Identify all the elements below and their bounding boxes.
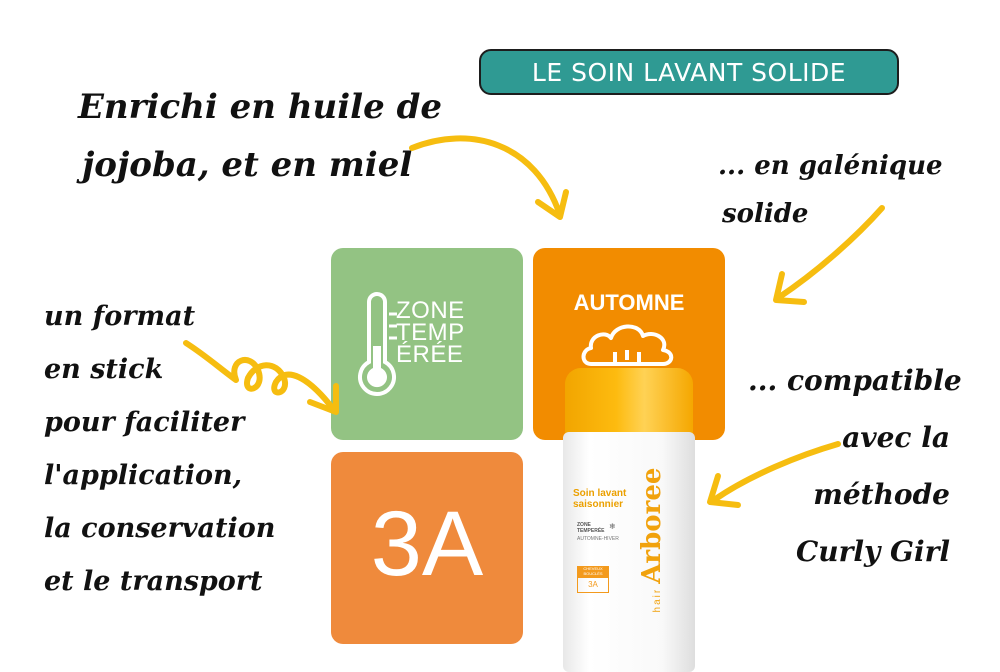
brand-small: hair <box>652 587 663 613</box>
stick-cap <box>565 368 693 440</box>
zone-label-line: ÉRÉE <box>396 341 464 368</box>
note-enrichi: Enrichi en huile de jojoba, et en miel <box>78 78 442 194</box>
note-compatible-line: méthode <box>813 478 950 511</box>
product-name: Soin lavant saisonnier <box>573 488 626 510</box>
product-name-line: saisonnier <box>573 499 624 510</box>
note-format-line: l'application, <box>44 460 242 491</box>
note-compatible-line: avec la <box>842 421 950 454</box>
note-format-line: un format <box>44 301 196 332</box>
hair-type-label: 3A <box>370 493 484 595</box>
stick-body: Soin lavant saisonnier ZONE TEMPERÉE ❄ A… <box>563 432 695 672</box>
note-galenique-line: ... en galénique <box>718 151 943 181</box>
product-name-line: Soin lavant <box>573 488 627 499</box>
note-compatible-line: ... compatible <box>748 364 962 397</box>
note-galenique: ... en galénique solide <box>718 142 943 238</box>
brand-large: Arboree <box>637 467 667 584</box>
product-hair-label-line: CHEVEUX <box>583 566 603 571</box>
zone-label-line: ZONE <box>396 297 465 324</box>
thermometer-icon <box>358 292 397 396</box>
product-hair-label-line: BOUCLÉS <box>583 571 603 576</box>
note-format: un format en stick pour faciliter l'appl… <box>44 290 275 608</box>
note-format-line: la conservation <box>44 513 276 544</box>
note-compatible-line: Curly Girl <box>796 535 950 568</box>
note-compatible: ... compatible avec la méthode Curly Gir… <box>748 352 962 580</box>
note-enrichi-line: jojoba, et en miel <box>82 145 413 185</box>
product-stick: Soin lavant saisonnier ZONE TEMPERÉE ❄ A… <box>563 368 695 672</box>
zone-label-line: TEMP <box>396 319 465 346</box>
product-zone: ZONE TEMPERÉE <box>577 522 605 534</box>
note-format-line: en stick <box>44 354 164 385</box>
product-hair-label: CHEVEUX BOUCLÉS <box>577 566 609 577</box>
title-badge: LE SOIN LAVANT SOLIDE <box>479 49 899 95</box>
product-zone-line: TEMPERÉE <box>577 528 605 534</box>
note-galenique-line: solide <box>722 199 809 229</box>
note-format-line: pour faciliter <box>44 407 245 438</box>
hair-type-tile: 3A <box>331 452 523 644</box>
product-zone-line: ZONE <box>577 522 591 528</box>
product-brand: hair Arboree <box>637 468 667 613</box>
note-enrichi-line: Enrichi en huile de <box>78 87 442 127</box>
product-hair-type: 3A <box>577 577 609 593</box>
note-format-line: et le transport <box>44 566 263 597</box>
season-label: AUTOMNE <box>573 290 685 315</box>
title-badge-label: LE SOIN LAVANT SOLIDE <box>531 57 847 87</box>
product-season: AUTOMNE-HIVER <box>577 536 619 542</box>
snowflake-icon: ❄ <box>609 522 616 531</box>
rain-cloud-icon <box>581 324 674 366</box>
zone-label: ZONE TEMP ÉRÉE <box>396 297 465 368</box>
zone-tile: ZONE TEMP ÉRÉE <box>331 248 523 440</box>
